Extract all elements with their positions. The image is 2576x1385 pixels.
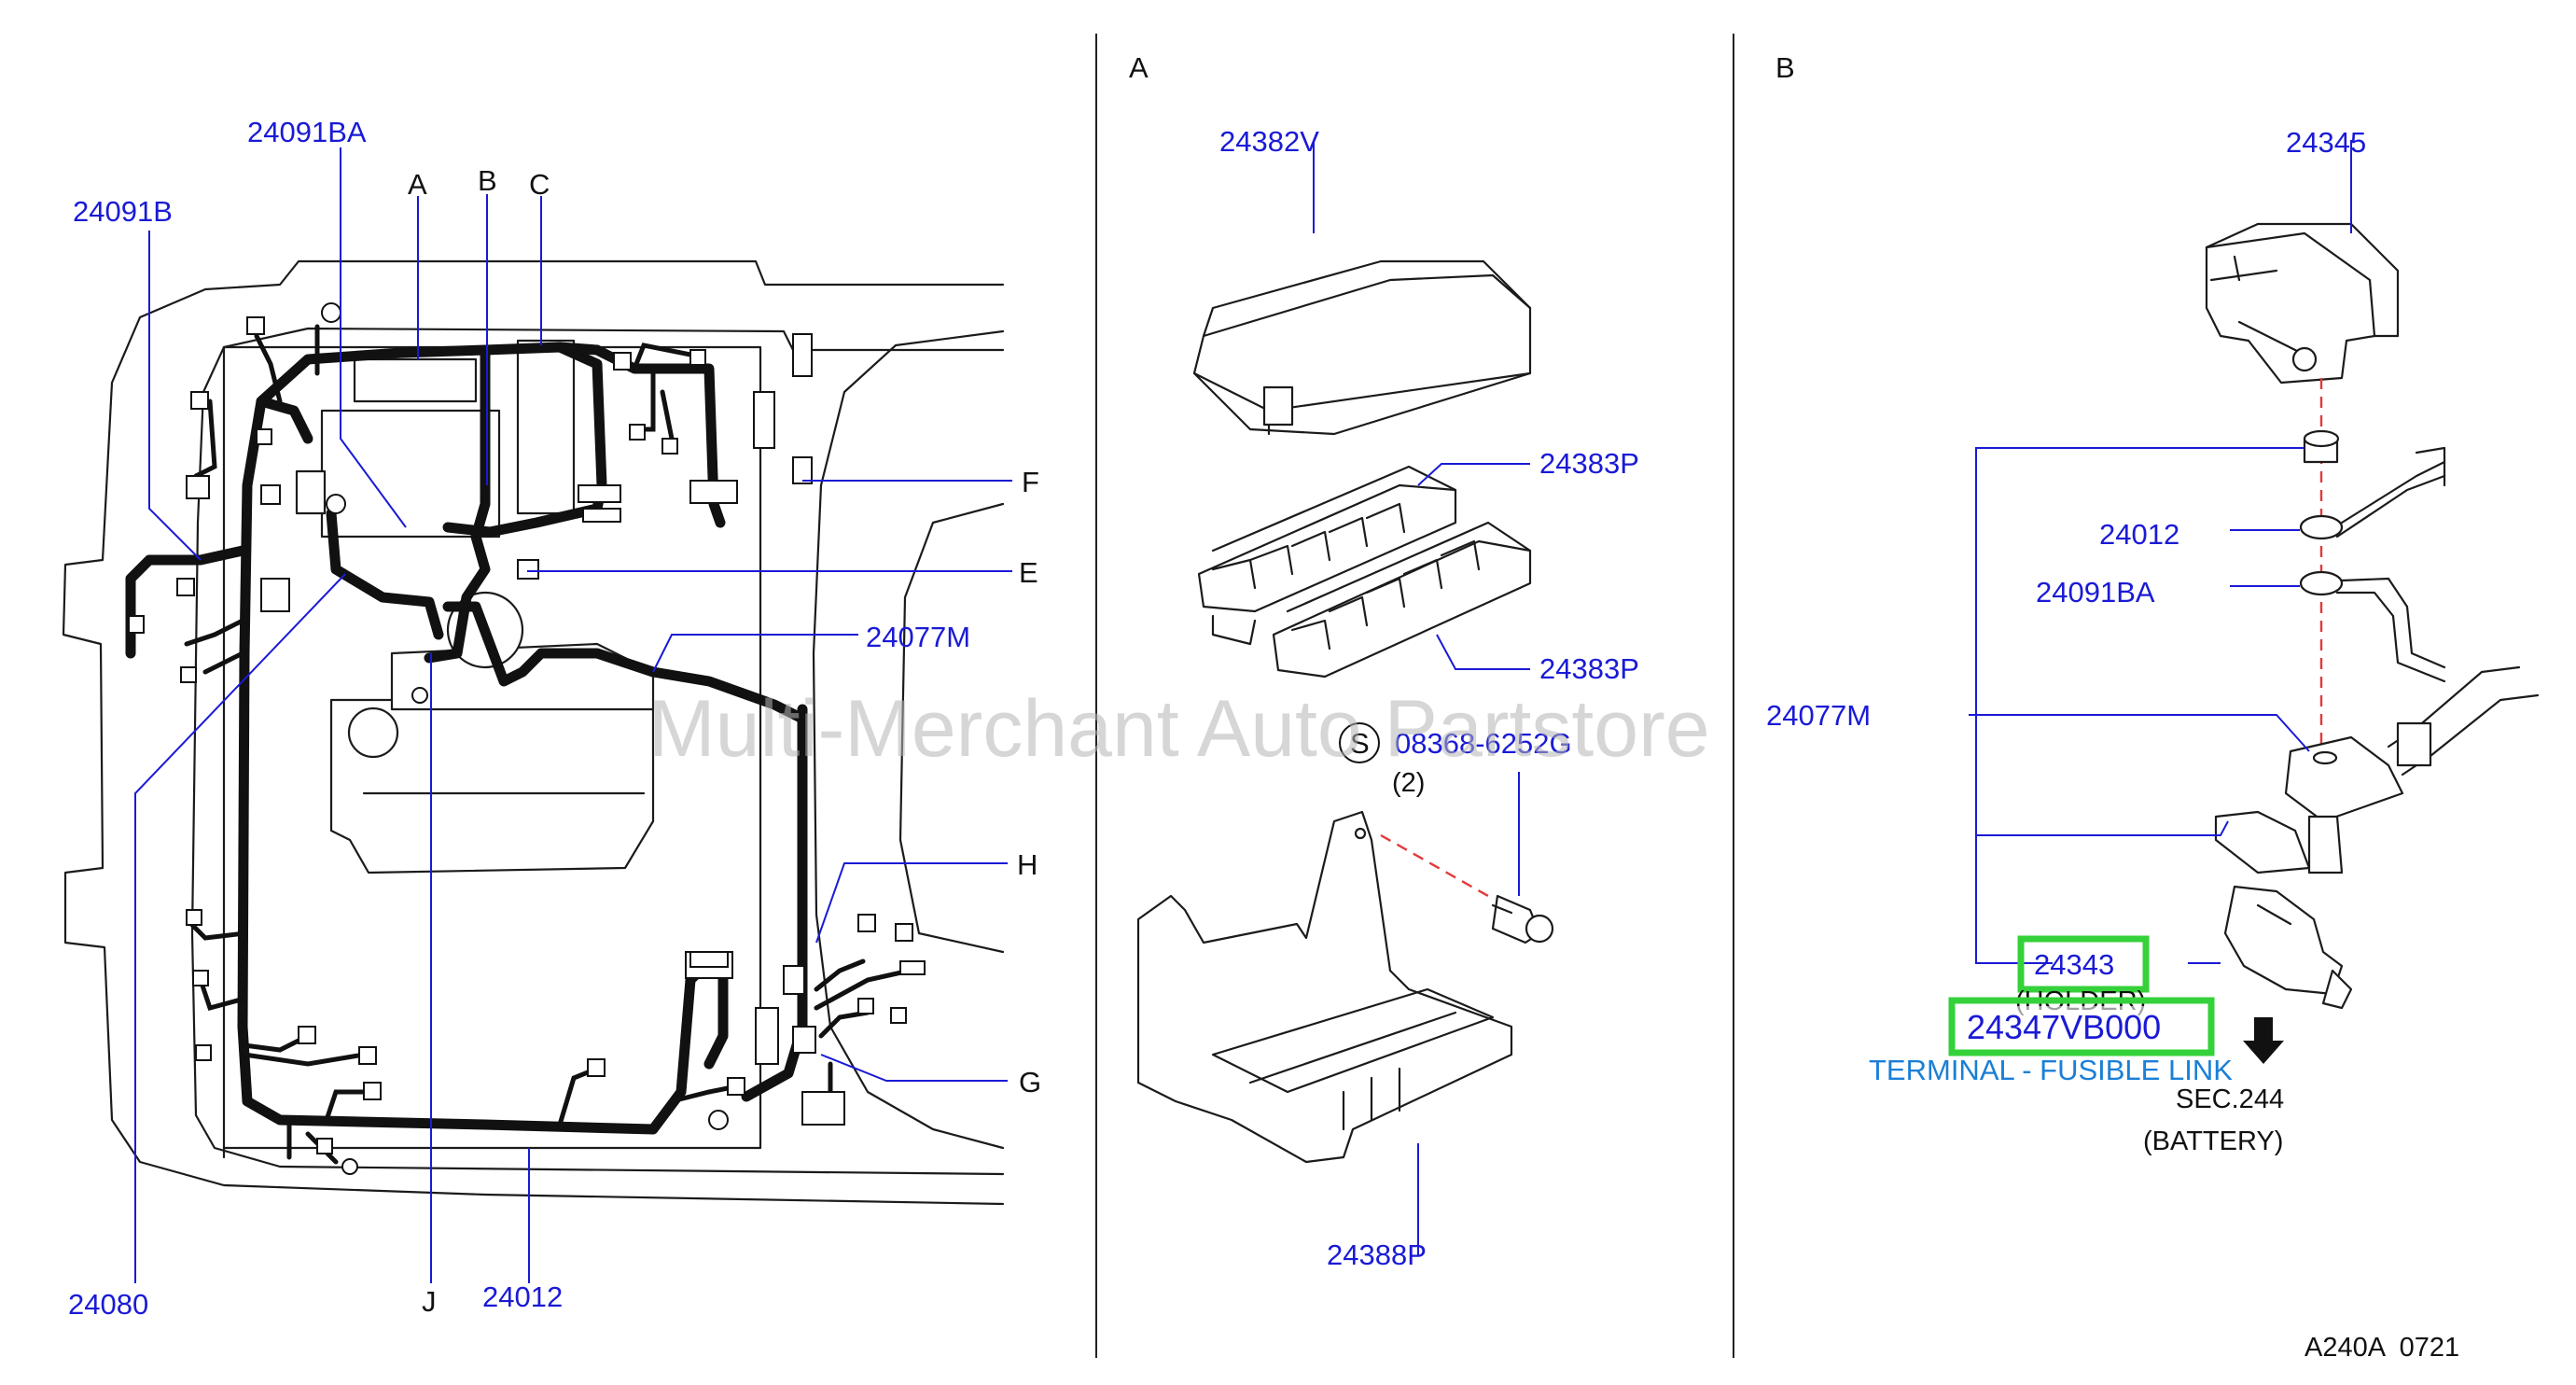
part-08368-6252G-label[interactable]: 08368-6252G [1395,727,1572,760]
highlight-24347VB000-fill [1957,1006,2206,1047]
callout-F: F [1022,466,1039,498]
part-24091BA-label[interactable]: 24091BA [247,116,367,148]
section-a-label: A [1129,51,1149,84]
part-24077M-b-label[interactable]: 24077M [1766,699,1871,732]
fuse-holder-lower-drawing [1272,521,1532,679]
callout-B: B [478,164,497,197]
callout-C: C [529,168,550,201]
battery-arrow-head [2243,1041,2284,1064]
fuse-box-base-drawing [1136,810,1513,1164]
part-24343-label[interactable]: 24343 [2034,948,2114,981]
part-24012-b-label[interactable]: 24012 [2099,518,2179,551]
terminal-cover-drawing [2205,222,2400,385]
part-24388P-label[interactable]: 24388P [1327,1238,1427,1271]
part-24345-label[interactable]: 24345 [2286,126,2366,159]
callout-H: H [1017,848,1037,881]
section-a-leader-lines [1313,142,1530,1255]
part-24091B-label[interactable]: 24091B [73,195,173,228]
callout-A: A [408,168,427,201]
part-24347VB000-label[interactable]: 24347VB000 [1967,1008,2161,1046]
part-24080-label[interactable]: 24080 [68,1288,148,1321]
callout-G: G [1019,1066,1041,1098]
callout-E: E [1019,556,1038,589]
highlight-24347VB000 [1948,997,2215,1056]
terminal-fusible-link-label[interactable]: TERMINAL - FUSIBLE LINK [1869,1054,2233,1086]
section-b-label: B [1775,51,1795,84]
wire-harness-drawing [125,302,926,1175]
fuse-holder-upper-drawing [1197,465,1457,646]
watermark: Multi-Merchant Auto Partstore [648,684,1710,774]
battery-arrow-shaft [2254,1017,2273,1045]
screw-symbol-circle [1339,722,1380,763]
highlight-24343 [2017,935,2150,993]
left-leader-lines [134,147,1012,1283]
battery-terminal-stack-drawing [2214,429,2540,1010]
part-24077M-label[interactable]: 24077M [866,621,970,653]
fuse-box-cover-drawing [1192,259,1532,436]
screw-drawing [1491,894,1554,944]
diagram-code: A240A 0721 [2304,1333,2459,1363]
part-24091BA-b-label[interactable]: 24091BA [2036,576,2155,609]
battery-note: (BATTERY) [2143,1126,2283,1156]
part-24383P-lower-label[interactable]: 24383P [1539,652,1639,685]
screw-guide-line [1380,833,1489,898]
section-b-leader-lines [1969,140,2352,964]
section-reference: SEC.244 [2176,1084,2284,1114]
callout-J: J [422,1285,437,1318]
screw-quantity: (2) [1392,768,1425,798]
part-24382V-label[interactable]: 24382V [1219,125,1319,158]
part-24383P-upper-label[interactable]: 24383P [1539,447,1639,480]
part-24012-label[interactable]: 24012 [482,1280,563,1313]
screw-symbol: S [1350,727,1370,760]
